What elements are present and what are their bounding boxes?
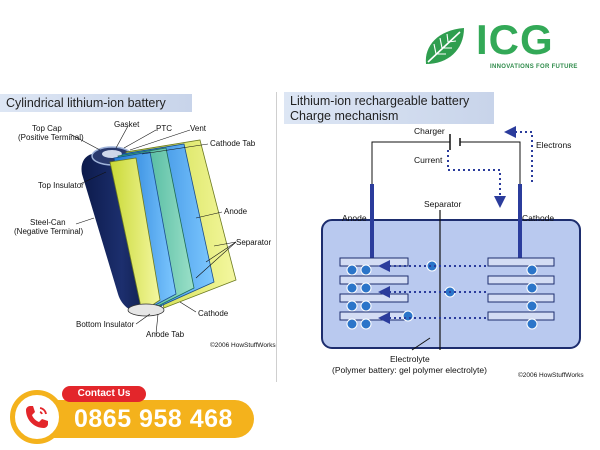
label-charger: Charger <box>414 126 445 136</box>
phone-number[interactable]: 0865 958 468 <box>74 405 233 433</box>
label-anode: Anode <box>224 207 248 216</box>
bottom-insulator <box>127 303 165 317</box>
brand-name: ICG <box>476 16 554 63</box>
brand-tagline: INNOVATIONS FOR FUTURE <box>490 64 578 70</box>
right-panel-title-1: Lithium-ion rechargeable battery <box>290 94 470 108</box>
label-top-insulator: Top Insulator <box>38 181 84 190</box>
phone-icon <box>26 406 48 428</box>
label-separator-right: Separator <box>424 199 462 209</box>
leaf-icon <box>425 28 464 64</box>
phone-call-button[interactable] <box>10 390 64 444</box>
label-cathode-left: Cathode <box>198 309 229 318</box>
label-top-cap-sub: (Positive Terminal) <box>18 133 84 142</box>
right-copyright: ©2006 HowStuffWorks <box>518 372 584 379</box>
label-ptc: PTC <box>156 124 172 133</box>
right-panel-title-2: Charge mechanism <box>290 109 399 123</box>
panel-divider <box>276 92 277 382</box>
label-bottom-insulator: Bottom Insulator <box>76 320 135 329</box>
electrons-arrow <box>504 126 533 182</box>
cathode-plates <box>487 257 555 321</box>
label-steel-can: Steel-Can <box>30 218 66 227</box>
left-copyright: ©2006 HowStuffWorks <box>210 342 276 349</box>
label-cathode-right: Cathode <box>522 213 555 223</box>
label-cathode-tab: Cathode Tab <box>210 139 256 148</box>
label-vent: Vent <box>190 124 207 133</box>
label-current: Current <box>414 155 443 165</box>
left-panel-title: Cylindrical lithium-ion battery <box>6 96 166 110</box>
label-polymer-note: (Polymer battery: gel polymer electrolyt… <box>332 365 487 375</box>
label-steel-can-sub: (Negative Terminal) <box>14 227 84 236</box>
phone-bar[interactable] <box>44 400 254 438</box>
current-arrow <box>447 150 506 208</box>
label-electrons: Electrons <box>536 140 572 150</box>
right-title-bar <box>284 92 494 124</box>
left-title-bar <box>0 94 192 112</box>
label-anode-right: Anode <box>342 213 367 223</box>
label-top-cap: Top Cap <box>32 124 62 133</box>
label-separator-left: Separator <box>236 238 272 247</box>
contact-us-badge[interactable]: Contact Us <box>62 386 146 402</box>
wire-right <box>460 141 521 224</box>
label-gasket: Gasket <box>114 120 140 129</box>
cylindrical-battery-diagram <box>69 125 237 335</box>
label-electrolyte: Electrolyte <box>390 354 430 364</box>
brand-logo <box>422 20 592 76</box>
label-anode-tab: Anode Tab <box>146 330 185 339</box>
charge-mechanism-diagram <box>321 126 581 351</box>
